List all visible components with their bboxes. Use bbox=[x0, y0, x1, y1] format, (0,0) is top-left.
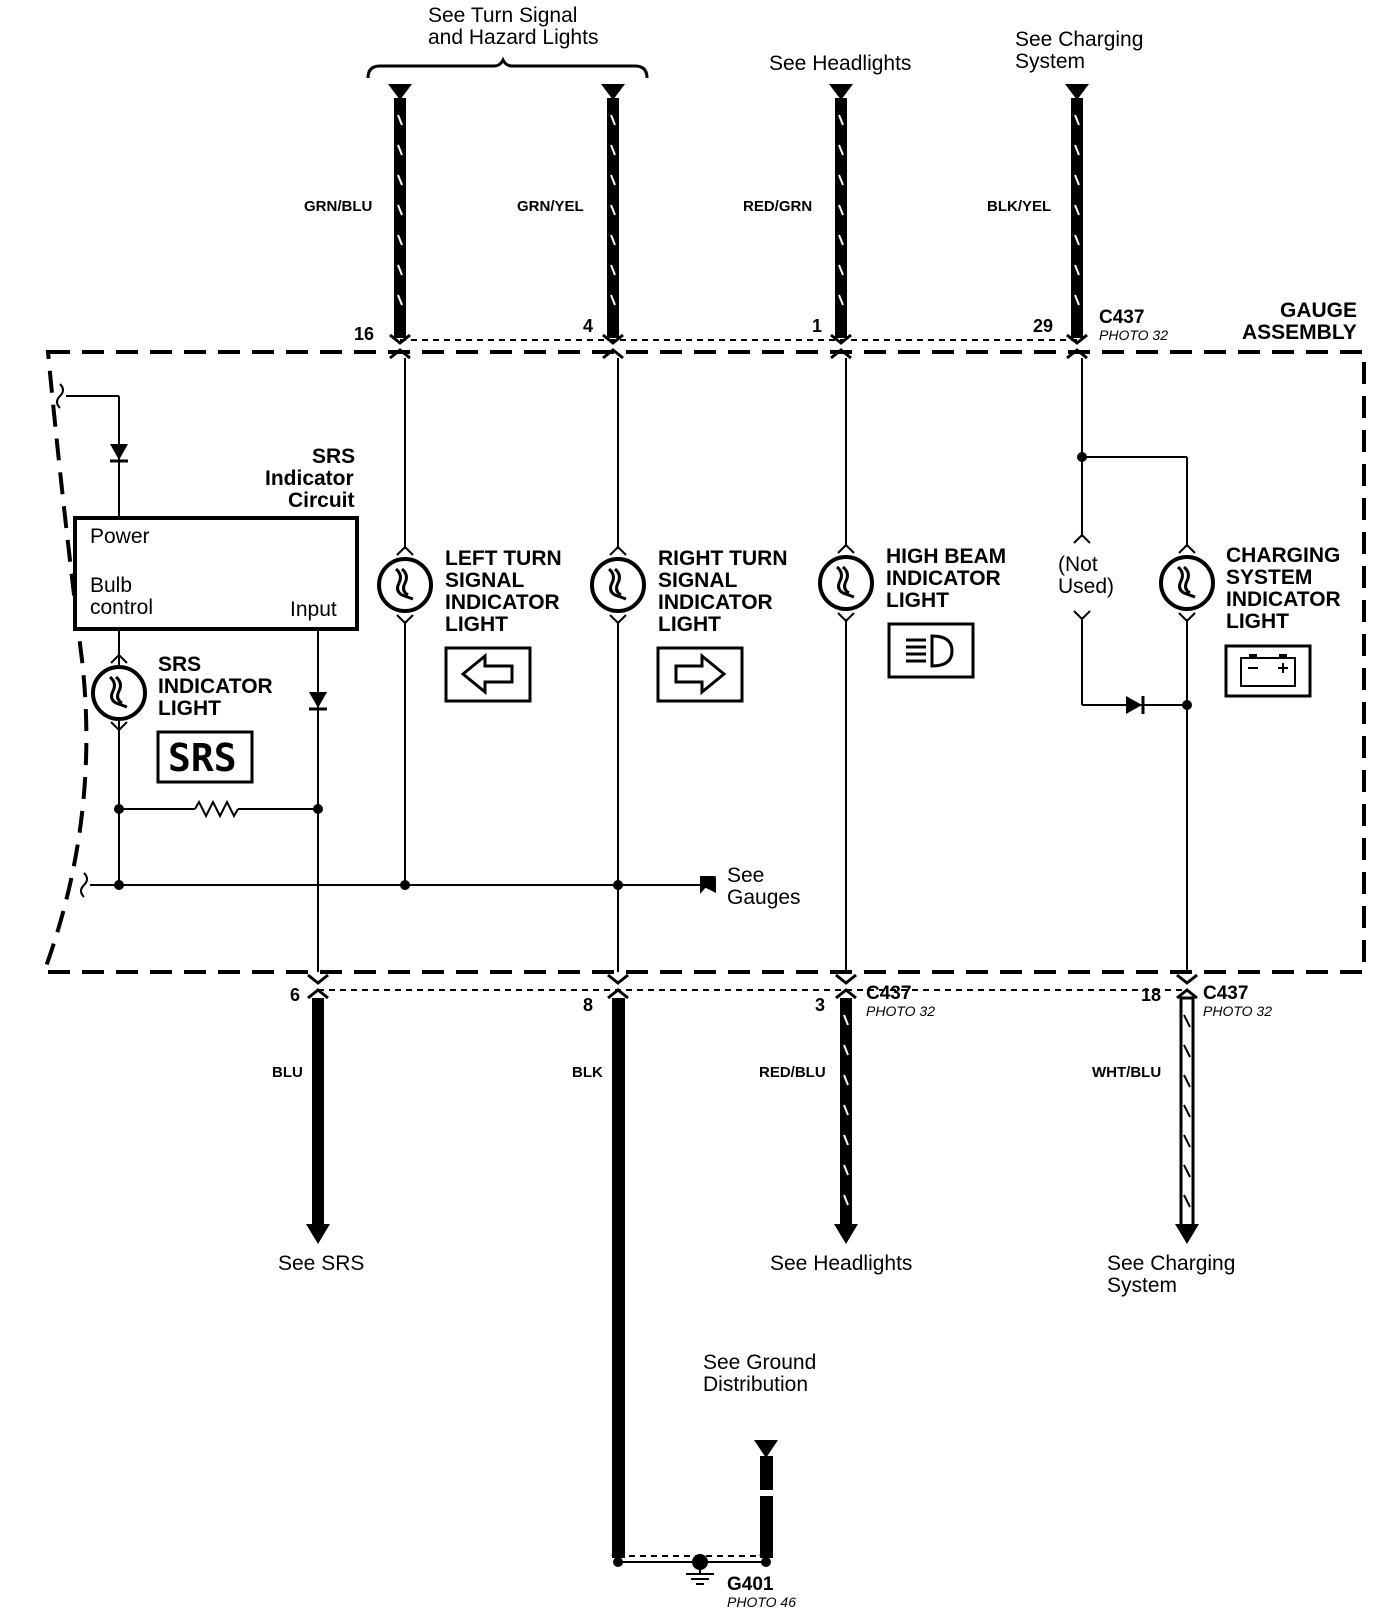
srs-badge-text: SRS bbox=[168, 736, 237, 780]
wire-label-grn-yel: GRN/YEL bbox=[517, 198, 584, 215]
left-turn-label-4: LIGHT bbox=[445, 613, 508, 636]
connector-c437-bottom-2: C437 bbox=[1203, 983, 1248, 1004]
resistor-icon bbox=[194, 799, 239, 819]
see-srs-label: See SRS bbox=[278, 1252, 364, 1275]
ground-g401-label: G401 bbox=[727, 1574, 774, 1595]
wire-label-red-blu: RED/BLU bbox=[759, 1064, 826, 1081]
pin-6: 6 bbox=[290, 985, 300, 1005]
pin-8: 8 bbox=[583, 995, 593, 1015]
charging-light-label-2: SYSTEM bbox=[1226, 566, 1312, 589]
ground-distribution-wire bbox=[754, 1440, 778, 1558]
wire-blk bbox=[612, 998, 625, 1558]
srs-light-label-2: INDICATOR bbox=[158, 675, 273, 698]
srs-light-label: SRS bbox=[158, 653, 201, 676]
ground-distribution-label: See Ground bbox=[703, 1351, 816, 1374]
charging-light-label: CHARGING bbox=[1226, 544, 1340, 567]
see-gauges-label: See bbox=[727, 864, 764, 887]
power-feed-line bbox=[56, 383, 64, 409]
high-beam-label-2: INDICATOR bbox=[886, 567, 1001, 590]
not-used-label-2: Used) bbox=[1058, 575, 1114, 598]
srs-circuit-label: SRS bbox=[312, 445, 355, 468]
gauge-assembly-boundary bbox=[41, 350, 1366, 974]
ground-distribution-label-2: Distribution bbox=[703, 1373, 808, 1396]
wire-label-blk-yel: BLK/YEL bbox=[987, 198, 1051, 215]
srs-light-label-3: LIGHT bbox=[158, 697, 221, 720]
see-gauges-label-2: Gauges bbox=[727, 886, 801, 909]
wire-blu bbox=[306, 998, 330, 1244]
wire-red-blu bbox=[834, 998, 858, 1244]
high-beam-label: HIGH BEAM bbox=[886, 545, 1006, 568]
right-turn-label-3: INDICATOR bbox=[658, 591, 773, 614]
wire-red-grn bbox=[829, 84, 853, 338]
connector-c437-bottom-1: C437 bbox=[866, 983, 911, 1004]
charging-top-reference-label-2: System bbox=[1015, 50, 1085, 73]
input-diode-icon bbox=[309, 692, 327, 711]
headlights-bottom-reference-label: See Headlights bbox=[770, 1252, 912, 1275]
right-turn-label: RIGHT TURN bbox=[658, 547, 788, 570]
box-bulb-label: Bulb bbox=[90, 574, 132, 597]
connector-c437-bottom-2-photo: PHOTO 32 bbox=[1203, 1003, 1272, 1019]
ground-icon bbox=[686, 1554, 714, 1585]
right-turn-label-2: SIGNAL bbox=[658, 569, 738, 592]
wire-blk-yel bbox=[1065, 84, 1089, 338]
connector-c437-bottom-1-photo: PHOTO 32 bbox=[866, 1003, 935, 1019]
charging-diode-icon bbox=[1126, 696, 1145, 714]
high-beam-label-3: LIGHT bbox=[886, 589, 949, 612]
charging-bulb-icon bbox=[1159, 555, 1215, 611]
srs-circuit-label-2: Indicator bbox=[265, 467, 354, 490]
left-turn-label: LEFT TURN bbox=[445, 547, 562, 570]
srs-badge bbox=[156, 730, 254, 784]
high-beam-bulb-icon bbox=[818, 555, 874, 611]
pin-3: 3 bbox=[815, 995, 825, 1015]
left-arrow-icon bbox=[444, 646, 532, 703]
pin-16: 16 bbox=[354, 324, 374, 344]
not-used-label: (Not bbox=[1058, 553, 1098, 576]
high-beam-icon bbox=[887, 622, 975, 679]
charging-light-label-3: INDICATOR bbox=[1226, 588, 1341, 611]
left-turn-bulb-icon bbox=[377, 557, 433, 613]
pin-18: 18 bbox=[1141, 985, 1161, 1005]
charging-bottom-reference-label: See Charging bbox=[1107, 1252, 1235, 1275]
left-turn-label-2: SIGNAL bbox=[445, 569, 525, 592]
ground-g401-photo: PHOTO 46 bbox=[727, 1594, 796, 1610]
right-turn-label-4: LIGHT bbox=[658, 613, 721, 636]
right-arrow-icon bbox=[656, 646, 744, 703]
turn-signal-bracket bbox=[366, 56, 649, 79]
connector-c437-top: C437 bbox=[1099, 307, 1144, 328]
headlights-top-reference-label: See Headlights bbox=[769, 52, 911, 75]
right-turn-bulb-icon bbox=[590, 557, 646, 613]
pin-29: 29 bbox=[1033, 316, 1053, 336]
wire-label-grn-blu: GRN/BLU bbox=[304, 198, 372, 215]
turn-signal-reference-label-2: and Hazard Lights bbox=[428, 26, 598, 49]
srs-circuit-label-3: Circuit bbox=[288, 489, 355, 512]
turn-signal-reference-label: See Turn Signal bbox=[428, 4, 577, 27]
bottom-connector-pins bbox=[307, 973, 1198, 1000]
wire-grn-blu bbox=[388, 84, 412, 338]
gauge-assembly-label: GAUGE bbox=[1280, 299, 1357, 322]
gauge-assembly-label-2: ASSEMBLY bbox=[1242, 321, 1357, 344]
wire-wht-blu bbox=[1175, 996, 1199, 1244]
wire-label-red-grn: RED/GRN bbox=[743, 198, 812, 215]
box-power-label: Power bbox=[90, 525, 150, 548]
left-turn-label-3: INDICATOR bbox=[445, 591, 560, 614]
charging-top-reference-label: See Charging bbox=[1015, 28, 1143, 51]
wire-label-blu: BLU bbox=[272, 1064, 303, 1081]
srs-bulb-icon bbox=[91, 665, 147, 721]
top-connector-pins bbox=[389, 333, 1088, 360]
srs-indicator-circuit-box bbox=[73, 516, 359, 631]
box-input-label: Input bbox=[290, 598, 337, 621]
wire-label-wht-blu: WHT/BLU bbox=[1092, 1064, 1161, 1081]
wire-grn-yel bbox=[601, 84, 625, 338]
charging-bottom-reference-label-2: System bbox=[1107, 1274, 1177, 1297]
charging-light-label-4: LIGHT bbox=[1226, 610, 1289, 633]
battery-icon bbox=[1224, 644, 1312, 698]
pin-4: 4 bbox=[583, 316, 593, 336]
wire-label-blk: BLK bbox=[572, 1064, 603, 1081]
top-wire-stripes bbox=[397, 114, 1080, 306]
box-control-label: control bbox=[90, 596, 153, 619]
diode-icon bbox=[110, 444, 128, 463]
pin-1: 1 bbox=[812, 316, 822, 336]
connector-c437-top-photo: PHOTO 32 bbox=[1099, 327, 1168, 343]
